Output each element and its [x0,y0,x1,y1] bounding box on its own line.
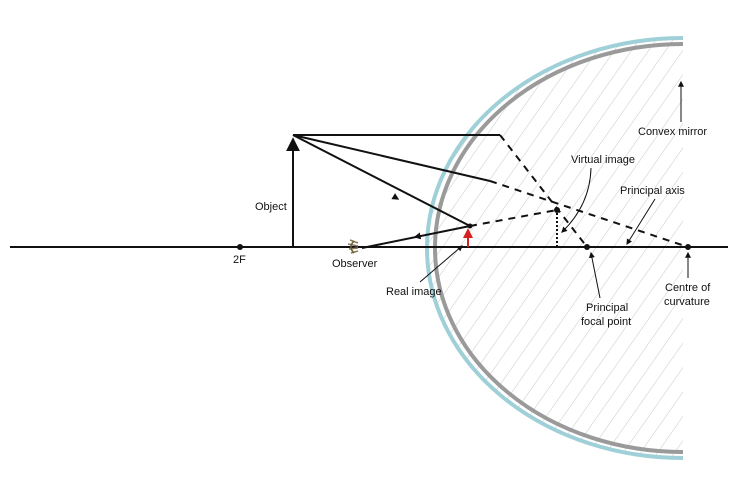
ray-to-centre [292,134,491,182]
label-object: Object [255,201,287,213]
label-focal-line1: Principal [586,302,628,314]
leader-virtual-image [561,167,592,233]
leader-real-image [419,245,463,283]
eye-icon [347,239,359,254]
label-convex-mirror: Convex mirror [638,126,707,138]
ray-incident [292,134,471,227]
label-virtual-image: Virtual image [571,154,635,166]
virtual-image-tip [554,207,560,213]
label-focal-line2: focal point [581,316,631,328]
dashed-to-centre [489,180,689,248]
dashed-extension [469,209,558,227]
reflection-point [467,223,473,229]
leader-focal-point [588,251,601,299]
ray-incident-arrow [391,193,400,200]
label-centre-line2: curvature [664,296,710,308]
point-focal [584,244,590,250]
label-observer: Observer [332,258,378,270]
dashed-to-focal [499,134,588,248]
label-real-image: Real image [386,286,442,298]
label-principal-axis: Principal axis [620,185,685,197]
point-2f [237,244,243,250]
leader-principal-axis [626,198,656,246]
label-centre-line1: Centre of [665,282,711,294]
label-2f: 2F [233,254,246,266]
